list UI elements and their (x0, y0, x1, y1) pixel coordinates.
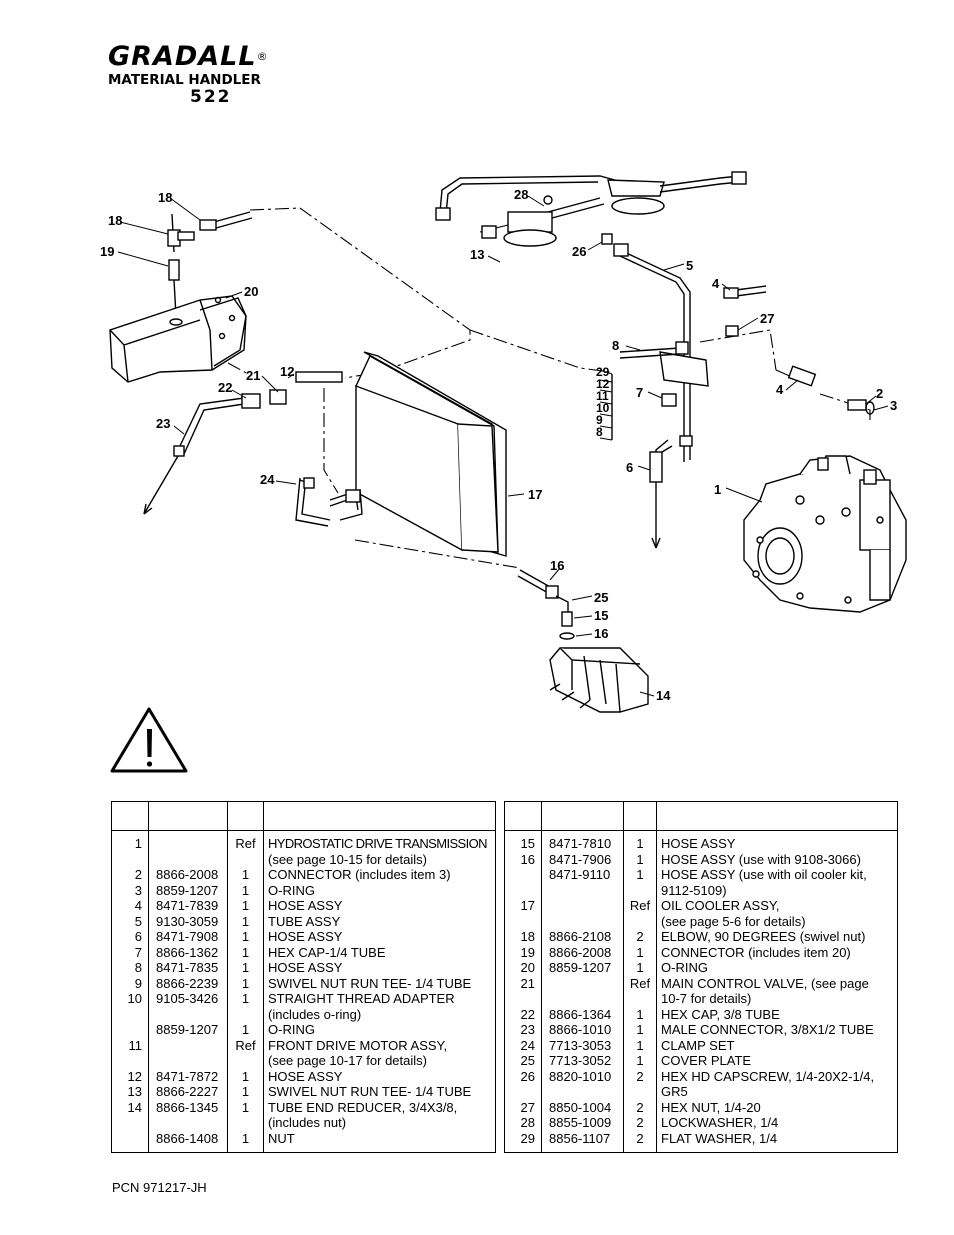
callout: 18 (158, 190, 172, 205)
registered-mark: ® (256, 50, 269, 63)
table-header-row (504, 801, 898, 831)
callout: 26 (572, 244, 586, 259)
leader-lines (117, 195, 889, 697)
valve-fittings (517, 569, 575, 640)
callout: 15 (594, 608, 608, 623)
callout: 11 (596, 389, 609, 403)
callout: 16 (550, 558, 564, 573)
hose-15 (143, 371, 343, 515)
table-header-row (111, 801, 496, 831)
callout: 12 (596, 377, 610, 391)
callout: 8 (612, 338, 619, 353)
tube-assembly-5 (601, 233, 767, 549)
callout: 20 (244, 284, 258, 299)
callout: 14 (656, 688, 671, 703)
callout: 22 (218, 380, 232, 395)
hydraulic-exploded-diagram: 18 18 19 20 12 21 22 23 24 28 13 26 5 4 … (100, 171, 907, 773)
callout: 8 (596, 425, 603, 439)
description-column: HYDROSTATIC DRIVE TRANSMISSION(see page … (268, 836, 488, 1146)
upper-tube-assembly (435, 171, 747, 247)
brand-name: GRADALL® (108, 41, 269, 72)
callout: 12 (280, 364, 294, 379)
callout: 23 (156, 416, 170, 431)
left-fittings (167, 211, 253, 317)
callout: 21 (246, 368, 260, 383)
callout: 25 (594, 590, 608, 605)
callout: 4 (776, 382, 784, 397)
callout: 1 (714, 482, 721, 497)
warning-icon (110, 707, 188, 773)
callout: 3 (890, 398, 897, 413)
pcn-code: PCN 971217-JH (112, 1180, 207, 1195)
callout: 16 (594, 626, 608, 641)
callout: 24 (260, 472, 275, 487)
callout: 4 (712, 276, 720, 291)
callout: 18 (108, 213, 122, 228)
hose-16 (295, 477, 363, 527)
callout: 10 (596, 401, 610, 415)
product-subtitle: MATERIAL HANDLER (108, 72, 261, 88)
callout: 7 (636, 385, 643, 400)
front-drive-motor (109, 295, 247, 383)
hydrostatic-transmission (743, 455, 907, 613)
brand-logo: GRADALL® MATERIAL HANDLER 522 (108, 42, 269, 107)
callout: 2 (876, 386, 883, 401)
callout: 19 (100, 244, 114, 259)
callout: 13 (470, 247, 484, 262)
main-control-valve (549, 647, 649, 713)
callout-labels: 18 18 19 20 12 21 22 23 24 28 13 26 5 4 … (100, 187, 897, 703)
callout: 28 (514, 187, 528, 202)
callout: 6 (626, 460, 633, 475)
callout: 29 (596, 365, 610, 379)
callout: 9 (596, 413, 603, 427)
right-fittings (787, 365, 875, 415)
oil-cooler (355, 351, 507, 557)
callout: 17 (528, 487, 542, 502)
model-number: 522 (190, 87, 232, 107)
callout: 27 (760, 311, 774, 326)
callout: 5 (686, 258, 693, 273)
